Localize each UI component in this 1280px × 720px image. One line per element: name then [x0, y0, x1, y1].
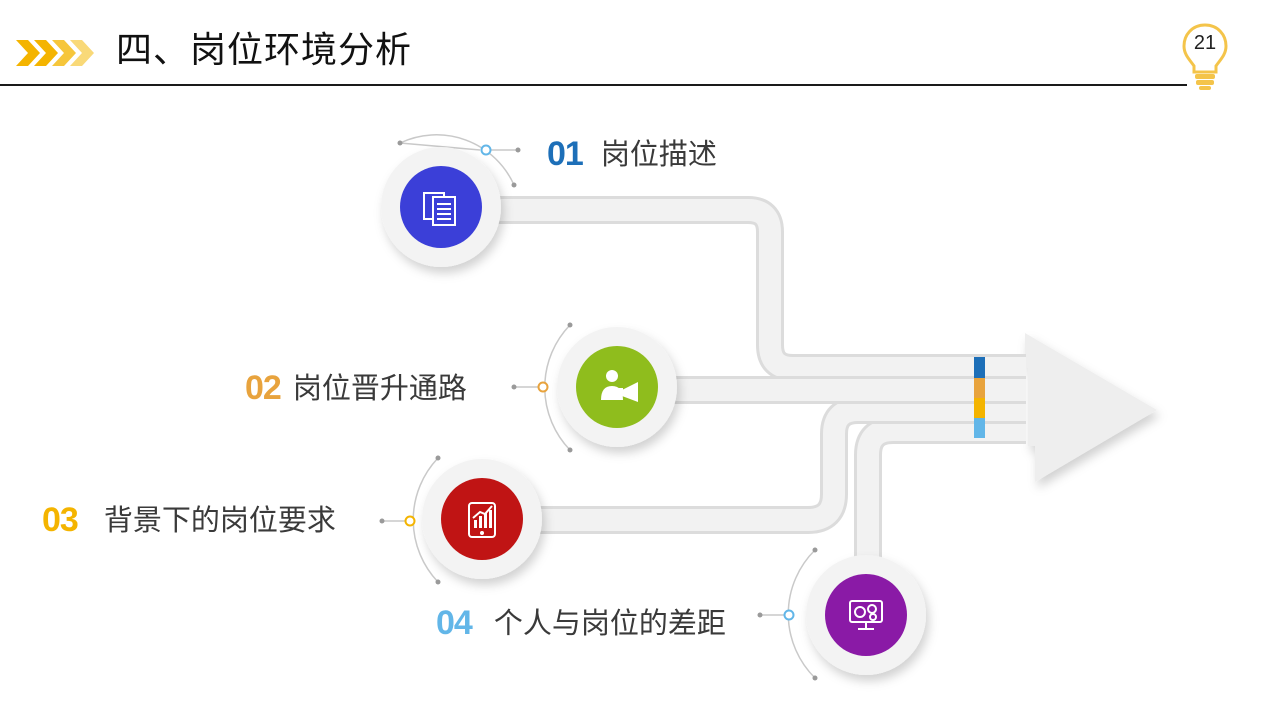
step-number: 02 — [245, 368, 282, 407]
step-circle-02 — [557, 327, 677, 447]
stripe-02 — [974, 378, 985, 398]
page-number: 21 — [1193, 32, 1217, 54]
step-text: 背景下的岗位要求 — [103, 502, 336, 537]
step-number: 03 — [42, 500, 79, 539]
step-text: 个人与岗位的差距 — [493, 605, 726, 640]
stripe-01 — [974, 357, 985, 378]
step-circle-03 — [422, 459, 542, 579]
flow-pipes — [445, 196, 1026, 610]
growth-chart-icon — [468, 502, 496, 538]
header-divider — [0, 84, 1187, 86]
step-text: 岗位晋升通路 — [292, 370, 467, 405]
color-stripes — [974, 357, 985, 438]
step-label-01: 01 岗位描述 — [547, 131, 717, 175]
chevron-arrows-icon — [16, 40, 94, 66]
step-label-03: 03 背景下的岗位要求 — [42, 497, 336, 541]
page-title: 四、岗位环境分析 — [116, 30, 413, 71]
stripe-04 — [974, 418, 985, 438]
money-monitor-icon — [849, 600, 883, 630]
direction-arrow — [1025, 333, 1157, 482]
step-circle-04 — [806, 555, 926, 675]
step-label-04: 04 个人与岗位的差距 — [436, 600, 726, 644]
arc-dots — [379, 140, 818, 681]
step-circle-01 — [381, 147, 501, 267]
stripe-03 — [974, 398, 985, 418]
step-text: 岗位描述 — [600, 136, 717, 171]
step-number: 04 — [436, 603, 473, 642]
presenter-icon — [601, 370, 638, 402]
step-number: 01 — [547, 134, 584, 173]
step-label-02: 02 岗位晋升通路 — [245, 365, 467, 409]
document-icon — [423, 192, 456, 226]
pipe-01 — [445, 196, 1026, 382]
lightbulb-icon — [1182, 23, 1228, 90]
